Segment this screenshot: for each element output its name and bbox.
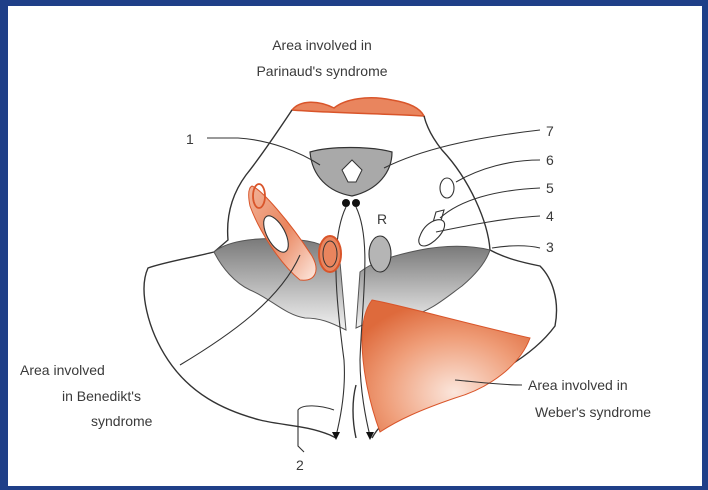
weber-label-line1: Area involved in [528, 377, 628, 393]
number-2: 2 [296, 457, 304, 473]
number-6: 6 [546, 152, 554, 168]
oculomotor-nucleus-left [342, 199, 350, 207]
red-nucleus-letter: R [377, 211, 387, 227]
number-3: 3 [546, 239, 554, 255]
leader-4 [436, 216, 540, 232]
oculomotor-nucleus-right [352, 199, 360, 207]
benedikt-label-line1: Area involved [20, 362, 105, 378]
number-1: 1 [186, 131, 194, 147]
parinaud-label-line2: Parinaud's syndrome [256, 63, 387, 79]
leader-3 [492, 246, 540, 248]
parinaud-area [292, 98, 424, 116]
leader-7 [384, 130, 540, 168]
structure-4 [419, 220, 445, 246]
weber-label-line2: Weber's syndrome [535, 404, 651, 420]
weber-area [362, 300, 530, 432]
number-7: 7 [546, 123, 554, 139]
parinaud-label-line1: Area involved in [272, 37, 372, 53]
benedikt-label-line2: in Benedikt's [62, 388, 141, 404]
number-4: 4 [546, 208, 554, 224]
structure-6 [440, 178, 454, 198]
leader-2 [298, 406, 334, 452]
number-5: 5 [546, 180, 554, 196]
leader-5 [440, 188, 540, 218]
red-nucleus-right [369, 236, 391, 272]
benedikt-label-line3: syndrome [91, 413, 153, 429]
leader-6 [456, 160, 540, 182]
